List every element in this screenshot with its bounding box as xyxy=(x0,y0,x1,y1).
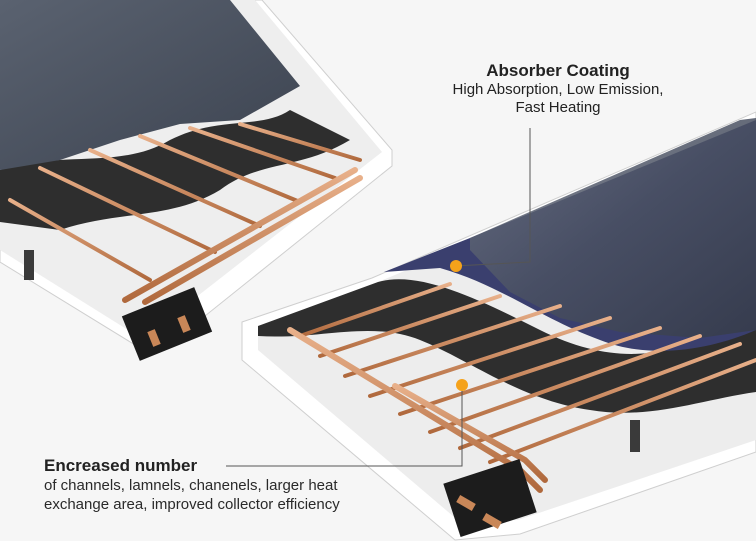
left-insulation xyxy=(0,110,350,230)
right-inlet-nozzle xyxy=(456,495,476,511)
absorber-callout-line1: High Absorption, Low Emission, xyxy=(452,81,664,98)
channels-callout-line2: exchange area, improved collector effici… xyxy=(44,496,340,513)
right-outlet-nozzle xyxy=(482,513,502,529)
right-collector-panel xyxy=(241,111,756,541)
left-collector-panel xyxy=(0,0,393,361)
left-outlet-nozzle xyxy=(177,315,191,333)
absorber-coating-callout: Absorber Coating High Absorption, Low Em… xyxy=(418,60,698,117)
right-side-bracket xyxy=(630,420,640,452)
left-header-pipes xyxy=(122,167,363,305)
absorber-leader xyxy=(450,128,531,272)
channels-callout: Encreased number of channels, lamnels, c… xyxy=(44,455,444,514)
left-side-bracket xyxy=(24,250,34,280)
absorber-marker-dot xyxy=(450,260,462,272)
right-copper-risers xyxy=(298,282,756,464)
absorber-callout-line2: Fast Heating xyxy=(515,99,601,116)
channels-callout-title: Encreased number xyxy=(44,456,198,475)
right-insulation xyxy=(258,279,756,413)
left-glass xyxy=(0,0,300,170)
left-copper-risers xyxy=(8,122,362,282)
channels-marker-dot xyxy=(456,379,468,391)
right-connection-box xyxy=(443,459,537,537)
channels-callout-line1: of channels, lamnels, chanenels, larger … xyxy=(44,477,338,494)
channels-leader xyxy=(226,379,468,467)
absorber-callout-title: Absorber Coating xyxy=(486,61,630,80)
left-inlet-nozzle xyxy=(147,329,161,347)
left-connection-box xyxy=(121,287,213,361)
right-glass xyxy=(470,118,756,338)
